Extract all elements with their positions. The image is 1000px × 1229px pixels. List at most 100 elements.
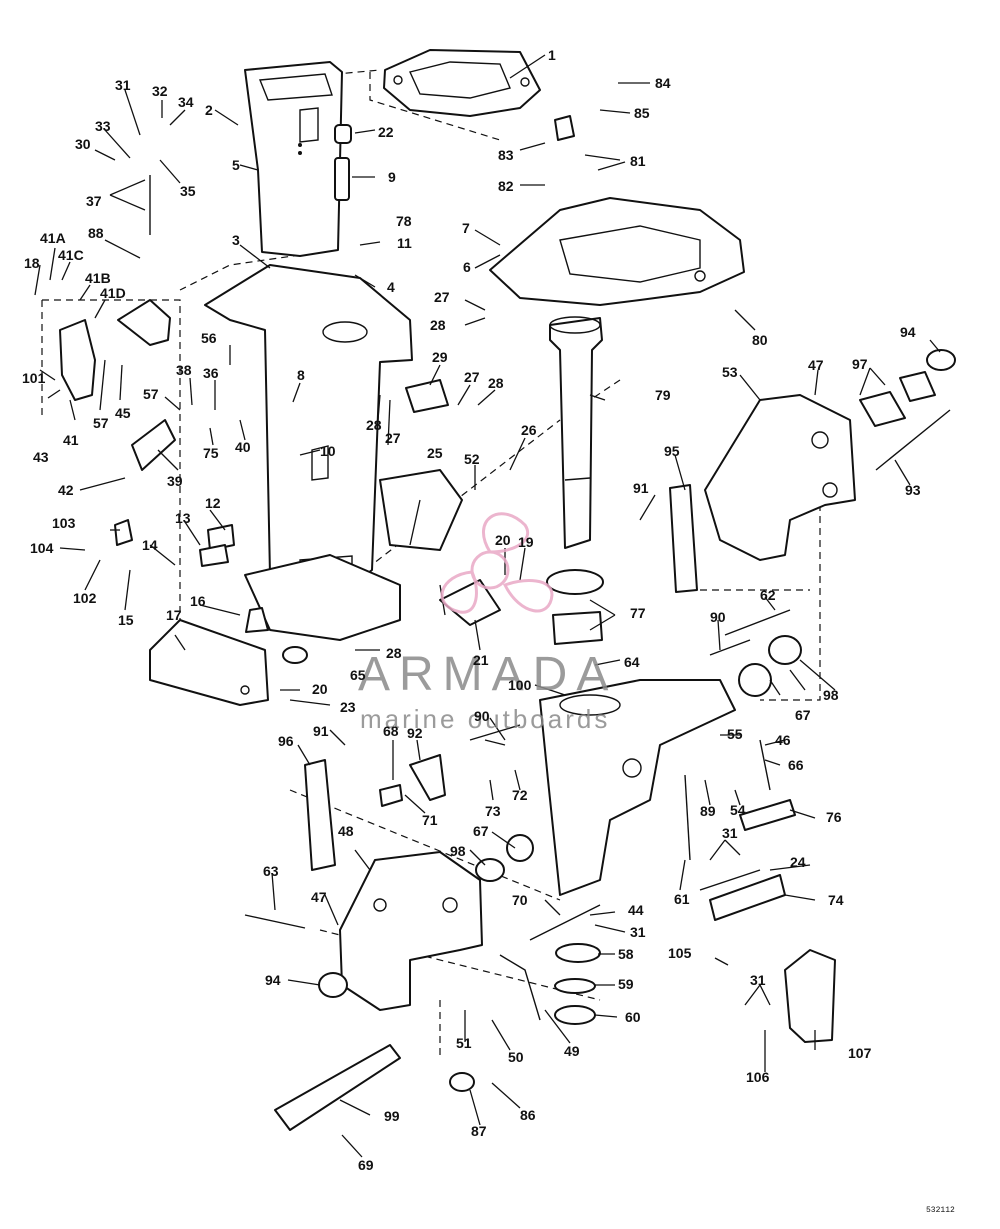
callout-70: 70 bbox=[512, 892, 528, 908]
callout-58: 58 bbox=[618, 946, 634, 962]
callout-86: 86 bbox=[520, 1107, 536, 1123]
callout-27b: 27 bbox=[464, 369, 480, 385]
callout-81: 81 bbox=[630, 153, 646, 169]
callout-2: 2 bbox=[205, 102, 213, 118]
callout-72: 72 bbox=[512, 787, 528, 803]
exhaust-housing-part bbox=[204, 264, 413, 641]
callout-91b: 91 bbox=[313, 723, 329, 739]
callout-67b: 67 bbox=[473, 823, 489, 839]
callout-67a: 67 bbox=[795, 707, 811, 723]
callout-82: 82 bbox=[498, 178, 514, 194]
callout-57a: 57 bbox=[143, 386, 159, 402]
steering-tube-part bbox=[549, 316, 603, 549]
callout-66: 66 bbox=[788, 757, 804, 773]
callout-31c: 31 bbox=[630, 924, 646, 940]
callout-31a: 31 bbox=[115, 77, 131, 93]
callout-68: 68 bbox=[383, 723, 399, 739]
callout-7: 7 bbox=[462, 220, 470, 236]
callout-75: 75 bbox=[203, 445, 219, 461]
callout-94b: 94 bbox=[265, 972, 281, 988]
callout-32: 32 bbox=[152, 83, 168, 99]
callout-79: 79 bbox=[655, 387, 671, 403]
drawing-code: 532112 bbox=[926, 1206, 955, 1215]
watermark-tagline: marine outboards bbox=[360, 704, 610, 734]
callout-28b: 28 bbox=[488, 375, 504, 391]
callout-78: 78 bbox=[396, 213, 412, 229]
callout-51: 51 bbox=[456, 1035, 472, 1051]
callout-48: 48 bbox=[338, 823, 354, 839]
callout-41D: 41D bbox=[100, 285, 126, 301]
callout-30: 30 bbox=[75, 136, 91, 152]
callout-38: 38 bbox=[176, 362, 192, 378]
callout-57b: 57 bbox=[93, 415, 109, 431]
small-parts bbox=[59, 115, 956, 1092]
callout-10: 10 bbox=[320, 443, 336, 459]
callout-3: 3 bbox=[232, 232, 240, 248]
callout-90b: 90 bbox=[474, 708, 490, 724]
callout-89: 89 bbox=[700, 803, 716, 819]
callout-60: 60 bbox=[625, 1009, 641, 1025]
callout-5: 5 bbox=[232, 157, 240, 173]
callout-46: 46 bbox=[775, 732, 791, 748]
callout-41A: 41A bbox=[40, 230, 66, 246]
propeller-logo-icon bbox=[440, 512, 554, 614]
callout-90a: 90 bbox=[710, 609, 726, 625]
callout-55: 55 bbox=[727, 726, 743, 742]
callout-34: 34 bbox=[178, 94, 194, 110]
callout-27a: 27 bbox=[434, 289, 450, 305]
callout-4: 4 bbox=[387, 279, 395, 295]
callout-73: 73 bbox=[485, 803, 501, 819]
callout-27c: 27 bbox=[385, 430, 401, 446]
callout-37: 37 bbox=[86, 193, 102, 209]
callout-88: 88 bbox=[88, 225, 104, 241]
callout-39: 39 bbox=[167, 473, 183, 489]
callout-31d: 31 bbox=[750, 972, 766, 988]
callout-15: 15 bbox=[118, 612, 134, 628]
callout-31b: 31 bbox=[722, 825, 738, 841]
swivel-bracket-part bbox=[539, 679, 736, 896]
stern-bracket-right-part bbox=[704, 394, 856, 561]
callout-95: 95 bbox=[664, 443, 680, 459]
callout-47b: 47 bbox=[311, 889, 327, 905]
exhaust-tube-part bbox=[244, 61, 343, 257]
callout-71: 71 bbox=[422, 812, 438, 828]
callout-94a: 94 bbox=[900, 324, 916, 340]
callout-43: 43 bbox=[33, 449, 49, 465]
clamp-bracket-part bbox=[784, 949, 836, 1043]
callout-56: 56 bbox=[201, 330, 217, 346]
callout-24: 24 bbox=[790, 854, 806, 870]
swivel-plate-part bbox=[489, 197, 745, 306]
callout-33: 33 bbox=[95, 118, 111, 134]
callout-25: 25 bbox=[427, 445, 443, 461]
callout-28a: 28 bbox=[430, 317, 446, 333]
callout-96: 96 bbox=[278, 733, 294, 749]
callout-103: 103 bbox=[52, 515, 76, 531]
callout-35: 35 bbox=[180, 183, 196, 199]
callout-61: 61 bbox=[674, 891, 690, 907]
callout-40: 40 bbox=[235, 439, 251, 455]
callout-69: 69 bbox=[358, 1157, 374, 1173]
lower-cover-part bbox=[149, 619, 269, 706]
callout-104: 104 bbox=[30, 540, 54, 556]
callout-59: 59 bbox=[618, 976, 634, 992]
callout-21: 21 bbox=[473, 652, 489, 668]
callout-85: 85 bbox=[634, 105, 650, 121]
callout-41C: 41C bbox=[58, 247, 84, 263]
callout-63: 63 bbox=[263, 863, 279, 879]
callout-44: 44 bbox=[628, 902, 644, 918]
callout-91a: 91 bbox=[633, 480, 649, 496]
callout-17: 17 bbox=[166, 607, 182, 623]
callout-41: 41 bbox=[63, 432, 79, 448]
callout-labels: 1 2 3 4 5 6 7 8 9 10 11 12 13 14 15 16 1… bbox=[22, 47, 921, 1173]
callout-101: 101 bbox=[22, 370, 46, 386]
watermark-brand: ARMADA bbox=[358, 648, 617, 701]
callout-28d: 28 bbox=[386, 645, 402, 661]
callout-54: 54 bbox=[730, 802, 746, 818]
callout-53: 53 bbox=[722, 364, 738, 380]
callout-83: 83 bbox=[498, 147, 514, 163]
callout-98b: 98 bbox=[450, 843, 466, 859]
callout-93: 93 bbox=[905, 482, 921, 498]
callout-92: 92 bbox=[407, 725, 423, 741]
callout-23: 23 bbox=[340, 699, 356, 715]
